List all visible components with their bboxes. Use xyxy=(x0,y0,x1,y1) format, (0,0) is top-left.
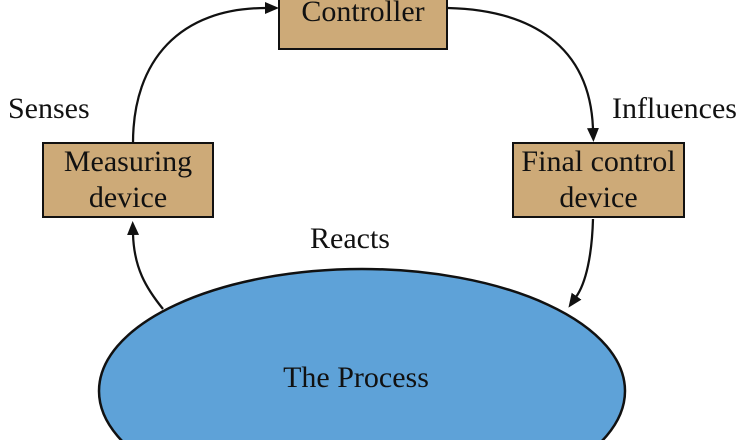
arrow-measuring-to-controller xyxy=(131,2,279,144)
influences-edge-label: Influences xyxy=(612,92,737,125)
measuring-device-label: Measuring device xyxy=(63,145,193,214)
process-ellipse xyxy=(97,267,627,440)
arrow-final-control-to-process xyxy=(568,218,595,308)
measuring-device-node: Measuring device xyxy=(42,142,214,218)
final-control-device-node: Final control device xyxy=(512,142,685,218)
senses-edge-label: Senses xyxy=(8,92,90,125)
controller-node: Controller xyxy=(278,0,448,50)
arrow-process-to-measuring xyxy=(127,221,164,310)
final-control-device-label: Final control device xyxy=(521,145,676,214)
controller-label: Controller xyxy=(301,0,425,28)
reacts-edge-label: Reacts xyxy=(310,222,390,255)
arrow-controller-to-final-control xyxy=(447,6,599,142)
process-label: The Process xyxy=(283,361,429,394)
